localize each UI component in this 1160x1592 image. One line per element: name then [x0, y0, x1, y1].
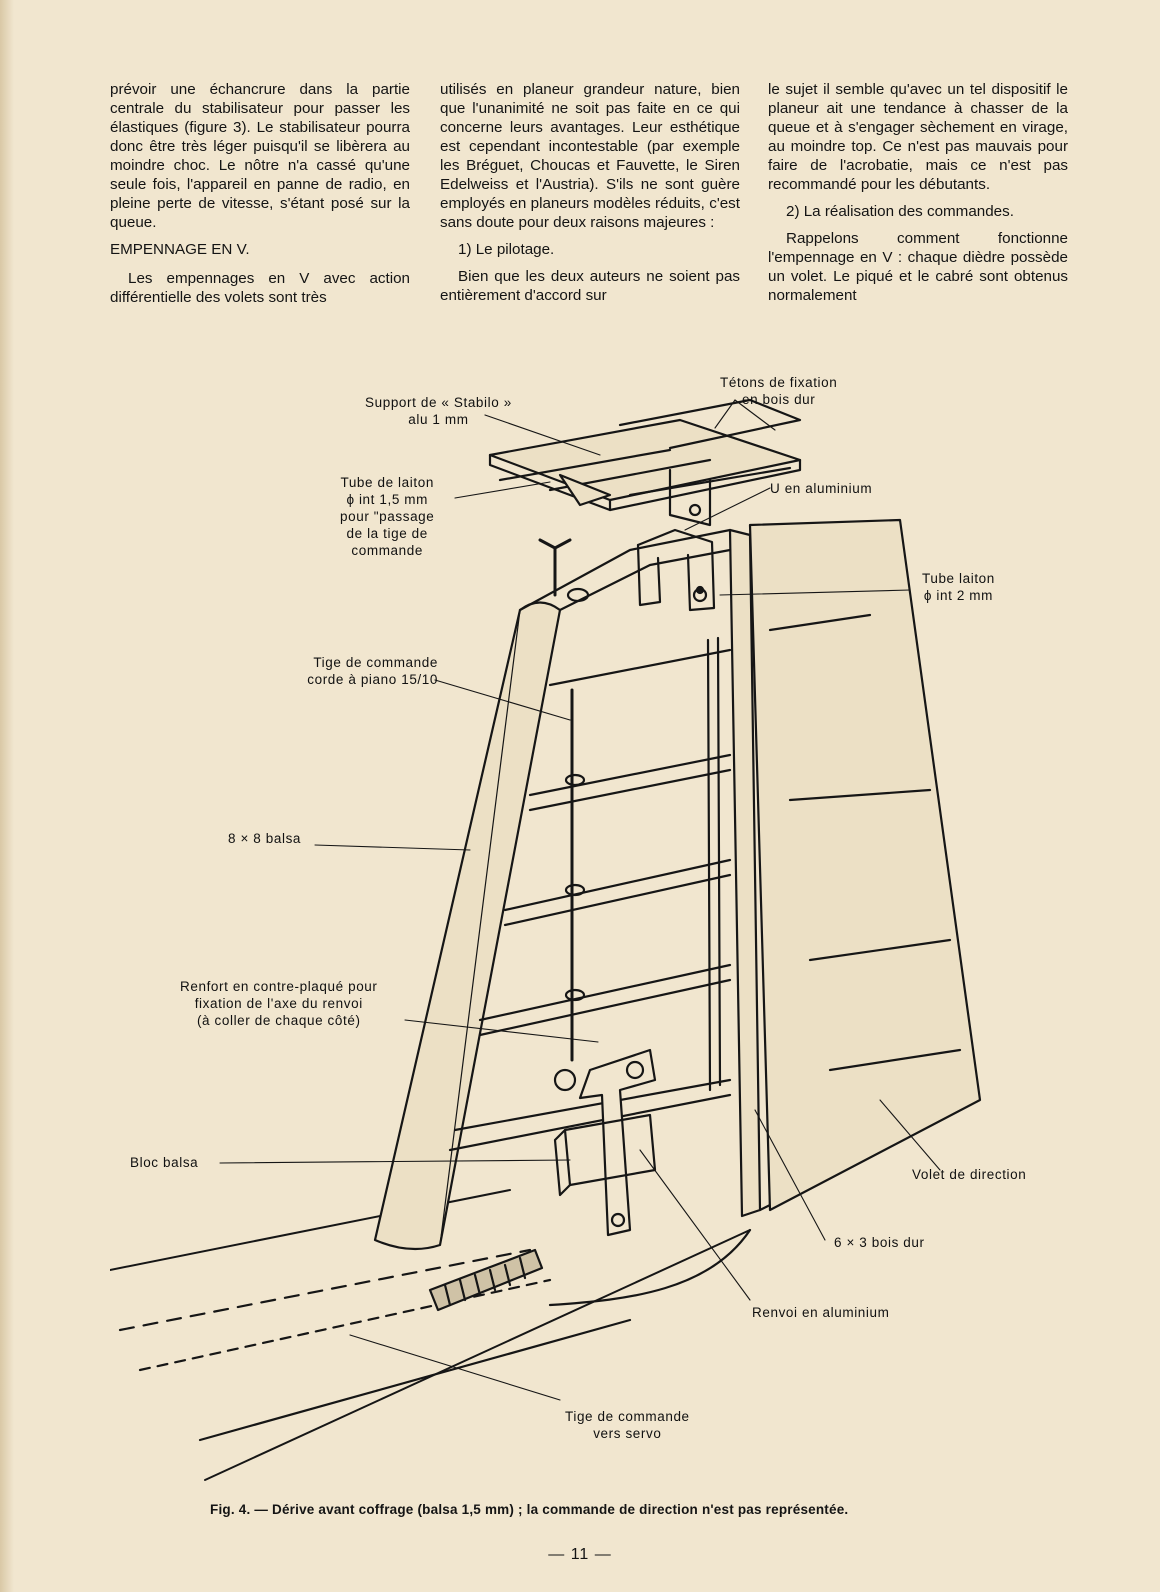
label-tige-piano: Tige de commande corde à piano 15/10 [307, 655, 438, 687]
page-number: — 11 — [548, 1546, 612, 1563]
column-2: utilisés en planeur grandeur nature, bie… [440, 80, 740, 313]
label-bois-dur: 6 × 3 bois dur [834, 1235, 925, 1250]
paragraph: Les empennages en V avec action différen… [110, 270, 410, 306]
label-renvoi: Renvoi en aluminium [752, 1305, 890, 1320]
label-tube-2mm: Tube laiton ϕ int 2 mm [922, 571, 995, 603]
column-1: prévoir une échancrure dans la partie ce… [110, 80, 410, 315]
paragraph: le sujet il semble qu'avec un tel dispos… [768, 81, 1068, 193]
fin-diagram: Support de « Stabilo » alu 1 mm Tétons d… [110, 370, 1070, 1500]
text-columns: prévoir une échancrure dans la partie ce… [110, 80, 1070, 350]
paragraph: prévoir une échancrure dans la partie ce… [110, 81, 410, 231]
numbered-point: 2) La réalisation des commandes. [786, 203, 1014, 220]
page-binding-edge [0, 0, 14, 1592]
label-balsa-8x8: 8 × 8 balsa [228, 831, 302, 846]
label-stabilo-support: Support de « Stabilo » alu 1 mm [365, 395, 512, 427]
numbered-point: 1) Le pilotage. [458, 241, 555, 258]
label-tube-laiton: Tube de laiton ϕ int 1,5 mm pour "passag… [340, 475, 435, 558]
figure-caption: Fig. 4. — Dérive avant coffrage (balsa 1… [210, 1502, 849, 1517]
column-3: le sujet il semble qu'avec un tel dispos… [768, 80, 1068, 313]
paragraph: Bien que les deux auteurs ne soient pas … [440, 268, 740, 304]
paragraph: Rappelons comment fonctionne l'empennage… [768, 230, 1068, 304]
label-u-aluminium: U en aluminium [770, 481, 873, 496]
fin-drawing [110, 398, 982, 1481]
label-tetons: Tétons de fixation en bois dur [720, 375, 838, 407]
section-heading: EMPENNAGE EN V. [110, 241, 250, 258]
label-renfort: Renfort en contre-plaqué pour fixation d… [180, 979, 378, 1028]
paragraph: utilisés en planeur grandeur nature, bie… [440, 81, 740, 231]
label-tige-servo: Tige de commande vers servo [565, 1409, 690, 1441]
label-volet-direction: Volet de direction [912, 1167, 1027, 1182]
label-bloc-balsa: Bloc balsa [130, 1155, 199, 1170]
